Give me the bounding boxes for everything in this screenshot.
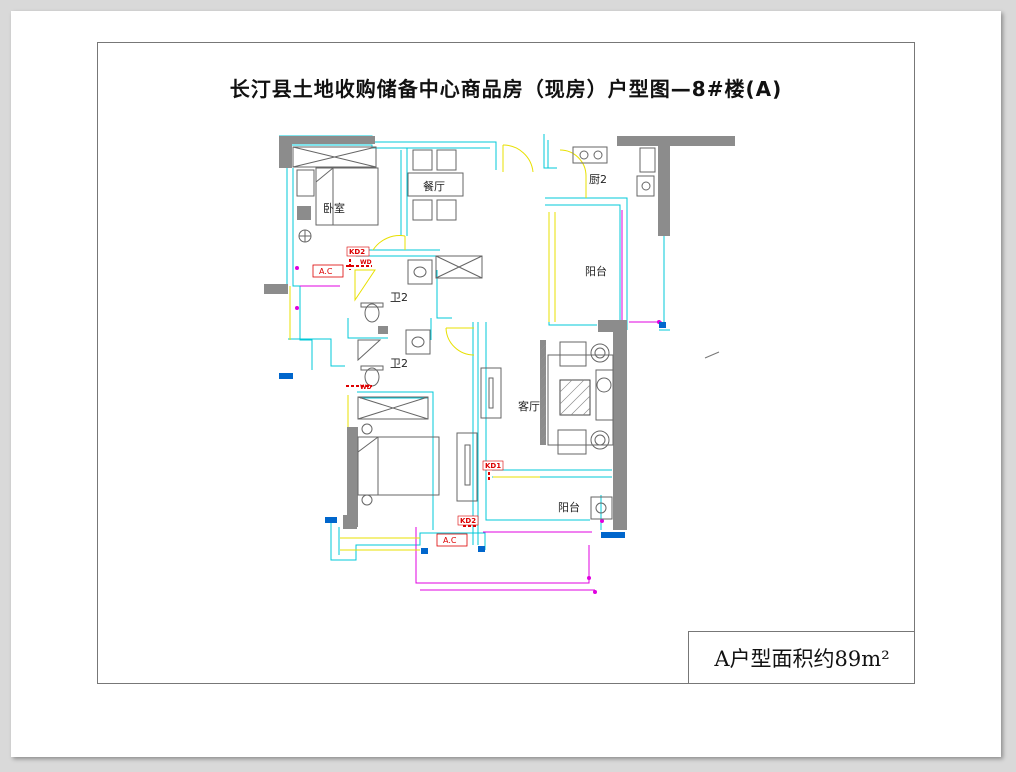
toilet-top xyxy=(364,303,380,323)
area-label: A户型面积约89m² xyxy=(714,647,890,671)
doors xyxy=(289,144,587,551)
railings xyxy=(300,210,662,591)
drawing-sheet xyxy=(11,11,1001,757)
plan-title: 长汀县土地收购储备中心商品房（现房）户型图—8#楼(A) xyxy=(229,77,783,101)
room-label-balcony-bottom: 阳台 xyxy=(558,500,580,514)
column-markers xyxy=(279,322,666,554)
area-label-box: A户型面积约89m² xyxy=(688,631,915,684)
room-label-living: 客厅 xyxy=(518,399,540,413)
room-label-kitchen: 厨2 xyxy=(589,173,607,186)
ac-box-top xyxy=(312,264,344,278)
bed-top xyxy=(315,167,379,226)
stray-mark xyxy=(704,351,720,359)
sink-top xyxy=(407,259,433,285)
room-label-balcony-top: 阳台 xyxy=(585,264,607,278)
window-marks xyxy=(346,259,490,527)
wall-outlines xyxy=(279,134,670,561)
tag-kd1: KD1 xyxy=(485,462,501,470)
tag-ac-bottom: A.C xyxy=(443,536,457,545)
room-label-bath-2: 卫2 xyxy=(390,357,408,370)
kd1-box xyxy=(482,460,504,471)
sofa-back xyxy=(540,344,547,441)
title-frame: 长汀县土地收购储备中心商品房（现房）户型图—8#楼(A) xyxy=(97,42,915,684)
ac-box-bottom xyxy=(436,533,468,547)
furniture xyxy=(292,146,656,520)
tag-kd2-top: KD2 xyxy=(349,248,365,256)
tag-wd-bottom: WD xyxy=(360,384,372,391)
kd2-top-box xyxy=(346,246,370,257)
coffee-table xyxy=(559,379,591,416)
tag-kd2-bottom: KD2 xyxy=(460,517,476,525)
kd2-bottom-box xyxy=(457,515,479,526)
bed-bottom xyxy=(357,436,440,496)
tag-wd-top: WD xyxy=(360,259,372,266)
room-label-bedroom: 卧室 xyxy=(323,201,345,215)
sink-bottom xyxy=(405,329,431,355)
tag-ac-top: A.C xyxy=(319,267,333,276)
room-label-dining: 餐厅 xyxy=(423,179,445,193)
structural-walls xyxy=(264,136,735,530)
room-label-bath-1: 卫2 xyxy=(390,291,408,304)
dining-table xyxy=(407,172,464,197)
